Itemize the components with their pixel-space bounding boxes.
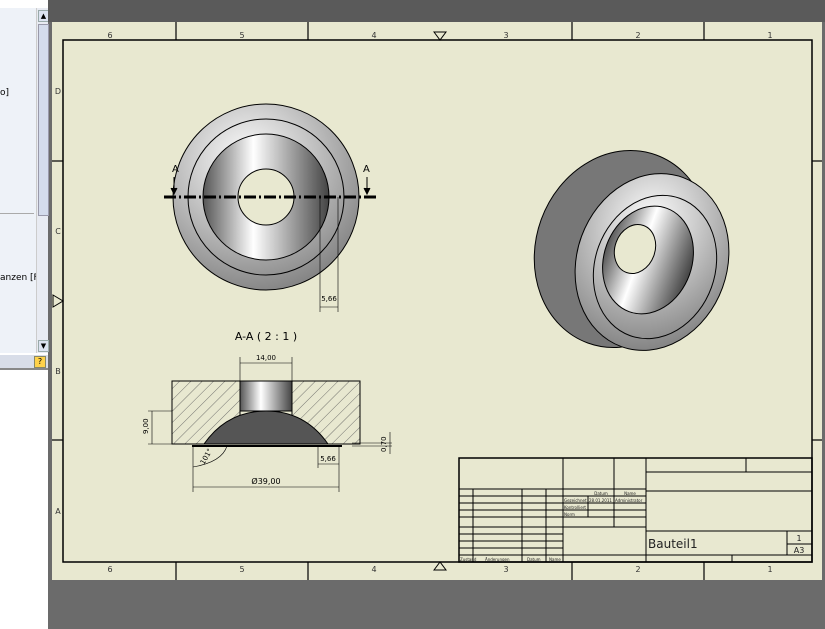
drawing-sheet[interactable]: 6 5 4 3 2 1 6 5 4 3 2 1 D C B A 5,66 A A…	[52, 22, 822, 580]
col-label: 4	[371, 31, 376, 40]
label: Datum	[594, 491, 608, 496]
col-label: 4	[371, 565, 376, 574]
label: Zustand	[460, 557, 477, 562]
col-label: 2	[635, 31, 640, 40]
title-block-text: Datum Name Gezeichnet 28.01.2011 Adminis…	[460, 491, 804, 562]
col-label: 5	[239, 565, 244, 574]
row-label: A	[55, 507, 61, 516]
dimension: 0,70	[380, 436, 388, 452]
divider	[0, 213, 34, 214]
scroll-down-icon[interactable]: ▼	[38, 340, 49, 352]
browser-panel: o] anzen [F ▲ ▼ ?	[0, 0, 49, 629]
panel-header: ?	[0, 355, 48, 368]
section-view[interactable]: A-A ( 2 : 1 ) 14,00 9,00 0,70 5,66 Ø39,0…	[142, 330, 392, 492]
col-label: 1	[767, 565, 772, 574]
vertical-scrollbar[interactable]: ▲ ▼	[36, 8, 49, 353]
part-name: Bauteil1	[648, 537, 698, 551]
col-label: 3	[503, 31, 508, 40]
label: Datum	[527, 557, 541, 562]
col-label: 6	[107, 31, 112, 40]
col-label: 6	[107, 565, 112, 574]
label: Name	[624, 491, 636, 496]
sheet-format: A3	[794, 546, 805, 555]
label: Änderungen	[485, 557, 510, 562]
scroll-thumb[interactable]	[38, 24, 49, 216]
dimension: 5,66	[321, 295, 337, 303]
section-label: A	[363, 164, 370, 175]
label: Gezeichnet	[564, 498, 587, 503]
label: Name	[549, 557, 561, 562]
row-label: C	[55, 227, 61, 236]
row-label: B	[55, 367, 61, 376]
isometric-view[interactable]	[507, 126, 753, 373]
dimension: 14,00	[256, 354, 276, 362]
dimension: 5,66	[320, 455, 336, 463]
section-title: A-A ( 2 : 1 )	[235, 330, 297, 343]
tree-item[interactable]: anzen [F	[0, 273, 36, 283]
center-mark-icon	[52, 31, 447, 571]
col-label: 5	[239, 31, 244, 40]
model-tree[interactable]: o] anzen [F	[0, 8, 36, 353]
col-label: 1	[767, 31, 772, 40]
label: Kontrolliert	[564, 505, 586, 510]
col-label: 2	[635, 565, 640, 574]
properties-panel	[0, 368, 48, 629]
top-view[interactable]: 5,66 A A	[164, 103, 376, 312]
section-label: A	[172, 164, 179, 175]
label: Norm	[564, 512, 575, 517]
title-block	[458, 457, 813, 563]
col-label: 3	[503, 565, 508, 574]
tree-item[interactable]: o]	[0, 88, 10, 98]
row-label: D	[55, 87, 61, 96]
author: Administrator	[615, 498, 643, 503]
dimension: Ø39,00	[251, 476, 280, 486]
dimension: 9,00	[142, 418, 150, 434]
toolbar-area	[48, 0, 825, 22]
sheet-number: 1	[796, 534, 801, 543]
help-icon[interactable]: ?	[34, 356, 46, 368]
date: 28.01.2011	[589, 498, 612, 503]
